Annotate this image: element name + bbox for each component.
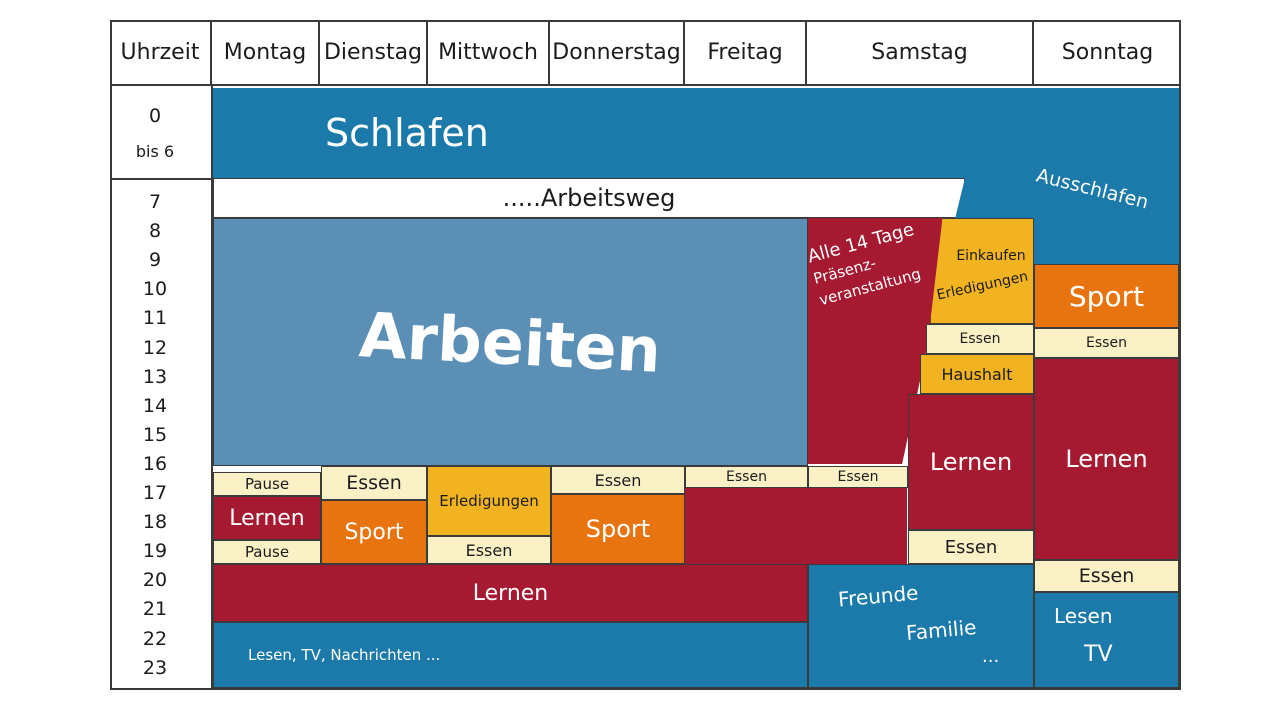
meal-label: Essen	[346, 472, 402, 494]
meal-label: Essen	[959, 331, 1001, 347]
hour-label: 16	[142, 452, 168, 475]
learning-label: Lernen	[472, 580, 549, 606]
block-learning-evening: Lernen	[213, 564, 808, 622]
block-learning-fri-sat	[685, 488, 907, 564]
block-commute: .....Arbeitsweg	[213, 178, 965, 218]
hour-label: 10	[142, 278, 168, 301]
header-time-label: Uhrzeit	[120, 39, 200, 65]
hour-label: 20	[142, 569, 168, 592]
hour-label: 14	[142, 394, 168, 417]
block-work-label: Arbeiten	[357, 297, 664, 387]
block-meal-tuesday: Essen	[321, 466, 427, 500]
hour-label: 12	[142, 336, 168, 359]
block-meal-wednesday: Essen	[427, 536, 551, 564]
errands-label: Erledigungen	[934, 268, 1030, 304]
block-household: Haushalt	[920, 354, 1034, 394]
meal-label: Essen	[837, 469, 879, 485]
block-reading-tv-news: Lesen, TV, Nachrichten ...	[213, 622, 808, 688]
block-learning-monday: Lernen	[213, 496, 321, 540]
hour-night-start: 0	[148, 105, 162, 127]
block-errands-wednesday: Erledigungen	[427, 466, 551, 536]
learning-label: Lernen	[229, 505, 305, 531]
header-time: Uhrzeit	[110, 20, 212, 84]
header-day-label: Freitag	[707, 39, 783, 65]
header-day-sunday: Sonntag	[1034, 20, 1181, 84]
block-meal-saturday-evening: Essen	[908, 530, 1034, 564]
block-sport-tuesday: Sport	[321, 500, 427, 564]
block-sport-thursday: Sport	[551, 494, 685, 564]
hour-label: 19	[142, 540, 168, 563]
block-friends-family	[808, 564, 1034, 688]
header-day-tuesday: Dienstag	[320, 20, 428, 84]
hour-label: 21	[142, 598, 168, 621]
header-day-label: Donnerstag	[552, 39, 681, 65]
hour-label: 11	[142, 307, 168, 330]
break-label: Pause	[244, 475, 290, 493]
header-day-label: Montag	[223, 39, 307, 65]
header-day-monday: Montag	[212, 20, 320, 84]
household-label: Haushalt	[941, 364, 1013, 384]
block-learning-saturday: Lernen	[908, 394, 1034, 530]
sport-label: Sport	[585, 515, 651, 543]
tv-label: TV	[1084, 642, 1113, 667]
hour-label: 22	[142, 627, 168, 650]
reading-tv-news-label: Lesen, TV, Nachrichten ...	[248, 646, 441, 664]
header-day-friday: Freitag	[685, 20, 807, 84]
time-column-divider	[211, 84, 213, 690]
block-meal-saturday-lunch: Essen	[926, 324, 1034, 354]
hour-label: 18	[142, 511, 168, 534]
header-day-thursday: Donnerstag	[550, 20, 685, 84]
learning-label: Lernen	[929, 448, 1013, 476]
block-commute-label: .....Arbeitsweg	[502, 184, 676, 212]
header-divider	[110, 84, 1181, 86]
errands-label: Erledigungen	[439, 492, 539, 510]
header-day-wednesday: Mittwoch	[428, 20, 550, 84]
block-meal-sunday-evening: Essen	[1034, 560, 1179, 592]
block-sport-sunday: Sport	[1034, 264, 1179, 328]
sport-label: Sport	[344, 519, 404, 545]
hour-label: 15	[142, 423, 168, 446]
meal-label: Essen	[1086, 335, 1127, 351]
hour-label: 23	[142, 656, 168, 679]
block-shopping-errands: Einkaufen Erledigungen	[930, 218, 1034, 324]
header-day-label: Dienstag	[323, 39, 423, 65]
meal-label: Essen	[1078, 565, 1135, 587]
sport-label: Sport	[1068, 279, 1145, 313]
hour-label: 13	[142, 365, 168, 388]
meal-label: Essen	[465, 540, 513, 560]
learning-label: Lernen	[1065, 445, 1148, 473]
hour-label: 9	[148, 249, 162, 272]
block-break-monday-2: Pause	[213, 540, 321, 564]
night-divider	[110, 178, 212, 180]
block-work: Arbeiten	[213, 218, 808, 466]
block-meal-thursday: Essen	[551, 466, 685, 494]
header-day-saturday: Samstag	[807, 20, 1034, 84]
block-sleep-label: Schlafen	[325, 111, 489, 155]
hour-label: 7	[148, 191, 162, 213]
hour-night-end: bis 6	[135, 142, 175, 161]
hour-label: 17	[142, 482, 168, 504]
break-label: Pause	[244, 543, 290, 561]
ellipsis-label: ...	[982, 646, 1000, 667]
block-reading-tv-sunday	[1034, 592, 1179, 688]
block-learning-sunday: Lernen	[1034, 358, 1179, 560]
meal-label: Essen	[944, 536, 998, 558]
meal-label: Essen	[594, 470, 642, 490]
block-meal-saturday-afternoon: Essen	[808, 466, 908, 488]
reading-label: Lesen	[1054, 604, 1113, 628]
header-day-label: Samstag	[871, 39, 968, 65]
meal-label: Essen	[726, 469, 767, 485]
block-sleep: Schlafen	[213, 88, 1179, 178]
hour-label: 8	[148, 220, 162, 243]
header-day-label: Sonntag	[1061, 39, 1154, 65]
header-day-label: Mittwoch	[438, 39, 538, 65]
block-meal-friday: Essen	[685, 466, 808, 488]
block-break-monday-1: Pause	[213, 472, 321, 496]
shopping-label: Einkaufen	[956, 248, 1026, 264]
block-meal-sunday-lunch: Essen	[1034, 328, 1179, 358]
